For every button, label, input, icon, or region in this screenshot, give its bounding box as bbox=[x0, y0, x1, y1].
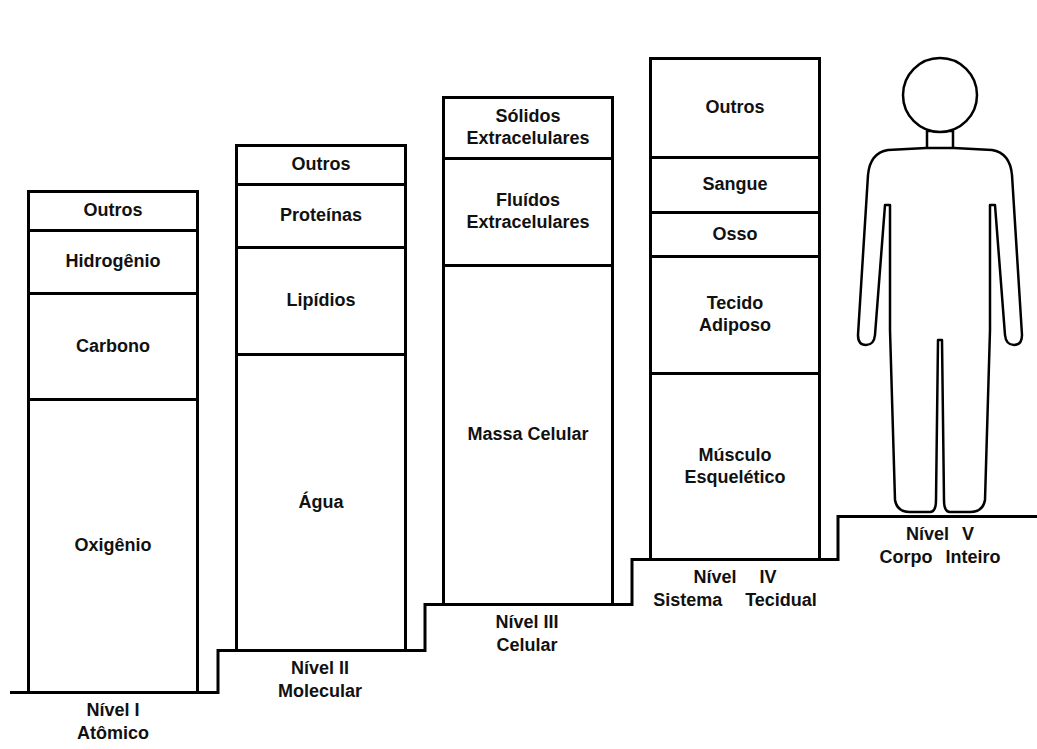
level-caption: Nível V Corpo Inteiro bbox=[877, 523, 1004, 569]
level-segment-box: Lipídios bbox=[235, 246, 407, 356]
segment-text: Proteínas bbox=[280, 205, 362, 227]
level-segment-box: Proteínas bbox=[235, 183, 407, 249]
level-segment-box: Outros bbox=[235, 144, 407, 186]
human-figure bbox=[858, 58, 1022, 512]
segment-text: Tecido Adiposo bbox=[672, 293, 798, 336]
segment-text: Sólidos Extracelulares bbox=[465, 106, 591, 149]
segment-text: Osso bbox=[712, 224, 757, 246]
segment-text: Água bbox=[299, 492, 344, 514]
level-segment-box: Oxigênio bbox=[27, 398, 199, 694]
level-segment-box: Água bbox=[235, 353, 407, 652]
level-segment-box: Fluídos Extracelulares bbox=[442, 157, 614, 267]
segment-text: Massa Celular bbox=[467, 424, 588, 446]
figure-body bbox=[858, 148, 1022, 512]
segment-text: Outros bbox=[291, 154, 350, 176]
segment-text: Sangue bbox=[702, 174, 767, 196]
segment-text: Outros bbox=[705, 97, 764, 119]
level-segment-box: Hidrogênio bbox=[27, 229, 199, 295]
segment-text: Lipídios bbox=[287, 290, 356, 312]
level-segment-box: Massa Celular bbox=[442, 264, 614, 606]
level-caption: Nível I Atômico bbox=[63, 699, 163, 745]
level-segment-box: Músculo Esquelético bbox=[649, 372, 821, 561]
level-segment-box: Carbono bbox=[27, 292, 199, 401]
level-segment-box: Osso bbox=[649, 211, 821, 258]
segment-text: Fluídos Extracelulares bbox=[465, 190, 591, 233]
level-caption: Nível IV Sistema Tecidual bbox=[650, 566, 820, 612]
figure-head bbox=[903, 58, 977, 132]
segment-text: Oxigênio bbox=[74, 535, 151, 557]
segment-text: Carbono bbox=[76, 336, 150, 358]
figure-neck bbox=[927, 131, 953, 149]
segment-text: Músculo Esquelético bbox=[672, 445, 798, 488]
level-segment-box: Outros bbox=[27, 190, 199, 232]
segment-text: Outros bbox=[83, 200, 142, 222]
level-caption: Nível II Molecular bbox=[263, 657, 378, 703]
level-caption: Nível III Celular bbox=[477, 611, 577, 657]
segment-text: Hidrogênio bbox=[66, 251, 161, 273]
level-segment-box: Tecido Adiposo bbox=[649, 255, 821, 375]
level-segment-box: Sólidos Extracelulares bbox=[442, 96, 614, 160]
level-segment-box: Outros bbox=[649, 57, 821, 159]
level-segment-box: Sangue bbox=[649, 156, 821, 214]
